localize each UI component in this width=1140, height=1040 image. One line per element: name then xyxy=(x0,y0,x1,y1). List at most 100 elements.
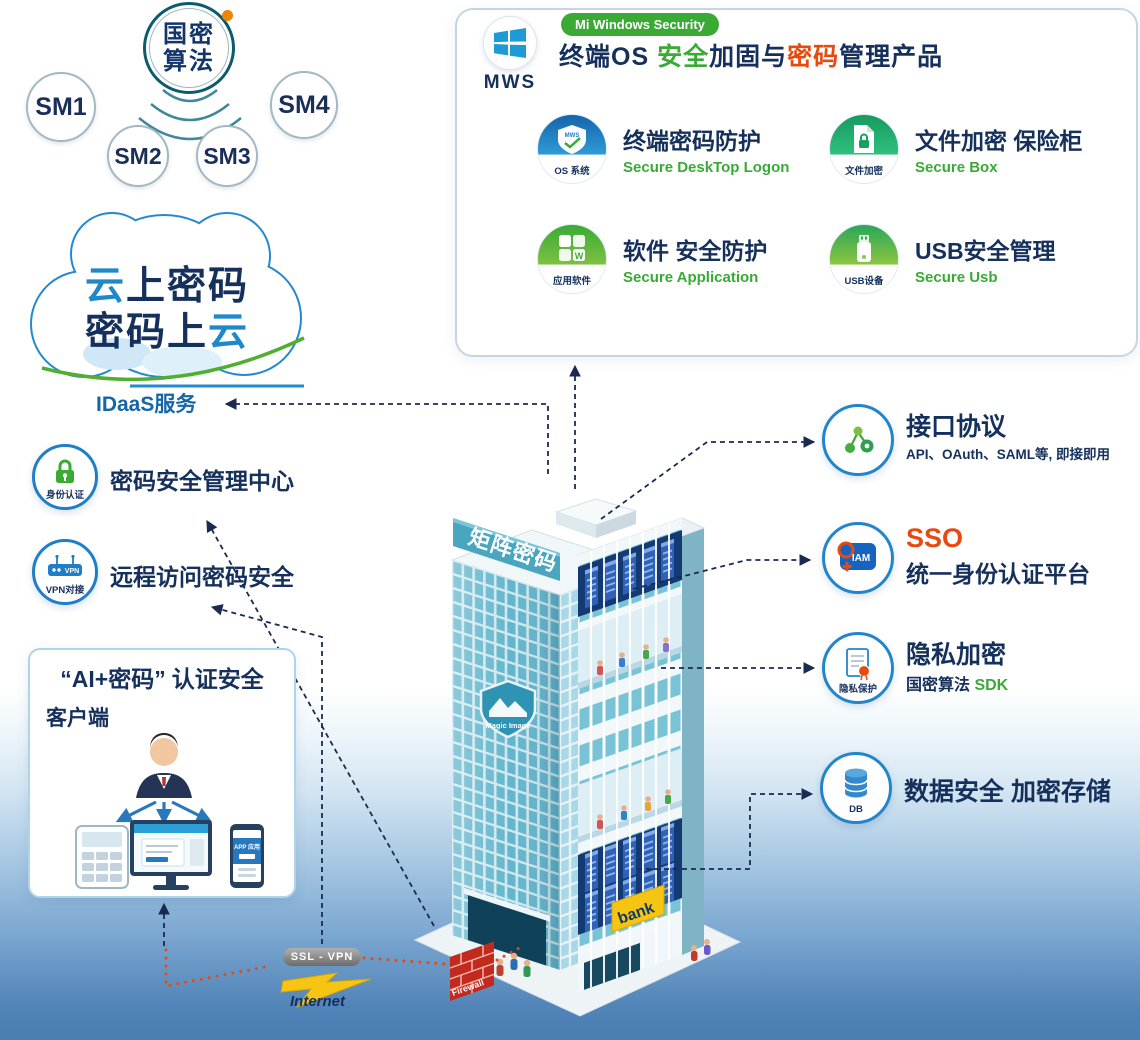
badge-orange-dot xyxy=(222,10,233,21)
privacy-subtitle: 国密算法 SDK xyxy=(906,671,1008,695)
shield-mws-text: MWS xyxy=(565,133,580,139)
internet-label: Internet xyxy=(290,993,346,1010)
slogan-line1-accent: 云 xyxy=(84,265,126,308)
item-subtitle: Secure DeskTop Logon xyxy=(623,159,790,176)
item-title: 软件 安全防护 xyxy=(623,238,768,264)
slogan-line2-rest: 密码上 xyxy=(84,311,208,354)
title-part-3: 加固与 xyxy=(709,43,788,71)
app-software-icon: W 应用软件 xyxy=(537,224,607,294)
badge-line1: 国密 xyxy=(163,21,215,48)
app-w-glyph: W xyxy=(575,251,584,261)
keypad-device xyxy=(75,825,129,889)
tower-b-side-face xyxy=(682,518,704,955)
sm2-circle: SM2 xyxy=(107,125,169,187)
usb-device-icon: USB设备 xyxy=(829,224,899,294)
item-subtitle: Secure Box xyxy=(915,159,998,176)
mws-item-desktop-logon: MWS OS 系统 终端密码防护 Secure DeskTop Logon xyxy=(537,114,789,184)
iam-logo-icon: IAM xyxy=(837,541,876,572)
slogan-line1-rest: 上密码 xyxy=(126,265,250,308)
building-logo-shield: Magic Image xyxy=(479,679,537,739)
cloud-inner-puff-2 xyxy=(142,346,222,378)
document-seal-icon xyxy=(846,648,871,681)
client-illustration: APP 应用 xyxy=(75,733,264,890)
sm4-circle: SM4 xyxy=(270,71,338,139)
mws-item-secure-box: 文件加密 文件加密 保险柜 Secure Box xyxy=(829,114,1082,184)
title-part-5: 管理产品 xyxy=(839,43,944,71)
privacy-icon: 隐私保护 xyxy=(822,632,894,704)
tower-b-entrance xyxy=(584,942,640,990)
data-security-title: 数据安全 加密存储 xyxy=(904,778,1111,806)
rooftop-unit xyxy=(554,498,638,538)
item-subtitle: Secure Application xyxy=(623,269,759,286)
sso-subtitle: 统一身份认证平台 xyxy=(906,561,1090,587)
usb-device-label: USB设备 xyxy=(844,276,884,287)
red-dotted-links xyxy=(164,945,523,988)
ssl-vpn-pill: SSL - VPN xyxy=(283,948,361,966)
connector-remote-access xyxy=(210,604,323,944)
title-part-1: 终端OS xyxy=(559,43,658,71)
connector-sso xyxy=(632,554,812,590)
idaas-label: IDaaS服务 xyxy=(96,393,197,416)
lock-icon xyxy=(56,459,74,483)
connector-lines xyxy=(158,364,816,946)
api-protocol-icon xyxy=(822,404,894,476)
item-title: USB安全管理 xyxy=(915,238,1056,264)
windows-logo-icon xyxy=(494,28,526,58)
usb-stick-icon xyxy=(857,235,871,262)
iam-text: IAM xyxy=(852,553,870,564)
vpn-icon-text: VPN xyxy=(65,568,79,575)
badge-inner-ring: 国密 算法 xyxy=(149,8,229,88)
badge-line2: 算法 xyxy=(163,48,215,75)
mws-panel: MWS Mi Windows Security 终端OS 安全加固与密码管理产品… xyxy=(455,8,1138,357)
mws-item-secure-application: W 应用软件 软件 安全防护 Secure Application xyxy=(537,224,767,294)
slogan-line2-accent: 云 xyxy=(208,311,250,354)
nodes-icon xyxy=(845,426,874,453)
privacy-subtitle-dark: 国密算法 xyxy=(906,677,975,694)
file-encrypt-label: 文件加密 xyxy=(844,166,883,177)
title-part-2: 安全 xyxy=(657,43,710,71)
building-logo-text: Magic Image xyxy=(485,721,530,730)
item-title: 终端密码防护 xyxy=(623,128,761,154)
bank-sign: bank xyxy=(611,884,665,933)
mws-item-secure-usb: USB设备 USB安全管理 Secure Usb xyxy=(829,224,1056,294)
title-part-4: 密码 xyxy=(787,43,840,71)
sm1-circle: SM1 xyxy=(26,72,96,142)
client-label: 客户端 xyxy=(46,707,109,730)
building-sign: 矩阵密码 xyxy=(453,518,561,581)
remote-access-title: 远程访问密码安全 xyxy=(110,564,294,590)
db-cylinder-icon xyxy=(844,768,868,798)
cloud-slogan: 云上密码 密码上云 xyxy=(42,264,292,356)
green-swoosh xyxy=(41,336,305,382)
shield-icon: MWS xyxy=(558,125,586,154)
password-center-title: 密码安全管理中心 xyxy=(110,468,294,494)
cloud-inner-puff xyxy=(83,338,151,370)
privacy-subtitle-sdk: SDK xyxy=(974,677,1009,694)
db-label: DB xyxy=(849,804,863,815)
router-icon: VPN xyxy=(48,554,82,576)
vpn-label: VPN对接 xyxy=(45,585,85,596)
ai-box-title-rest: 认证安全 xyxy=(171,666,264,692)
national-crypto-badge: 国密 算法 xyxy=(143,2,235,94)
tower-a-left-face xyxy=(452,560,560,970)
os-system-label: OS 系统 xyxy=(554,166,590,177)
sm3-circle: SM3 xyxy=(196,125,258,187)
os-system-icon: MWS OS 系统 xyxy=(537,114,607,184)
app-grid-icon: W xyxy=(559,235,585,261)
sso-iam-icon: IAM xyxy=(822,522,894,594)
mws-logo-text: MWS xyxy=(483,72,537,93)
vpn-icon: VPN VPN对接 xyxy=(32,539,98,605)
ai-password-box: “AI+密码”认证安全 客户端 xyxy=(28,648,296,898)
identity-auth-icon: 身份认证 xyxy=(32,444,98,510)
cloud-graphic xyxy=(30,212,305,388)
client-arrows xyxy=(115,800,213,825)
phone-app-text: APP 应用 xyxy=(234,843,260,851)
link-internet-firewall xyxy=(362,956,448,966)
app-software-label: 应用软件 xyxy=(552,276,591,287)
privacy-title: 隐私加密 xyxy=(906,641,1007,669)
mws-badge-pill: Mi Windows Security xyxy=(561,13,719,36)
file-encrypt-icon: 文件加密 xyxy=(829,114,899,184)
identity-auth-label: 身份认证 xyxy=(45,490,84,501)
item-title: 文件加密 保险柜 xyxy=(915,128,1083,154)
api-protocol-title: 接口协议 xyxy=(906,413,1007,441)
